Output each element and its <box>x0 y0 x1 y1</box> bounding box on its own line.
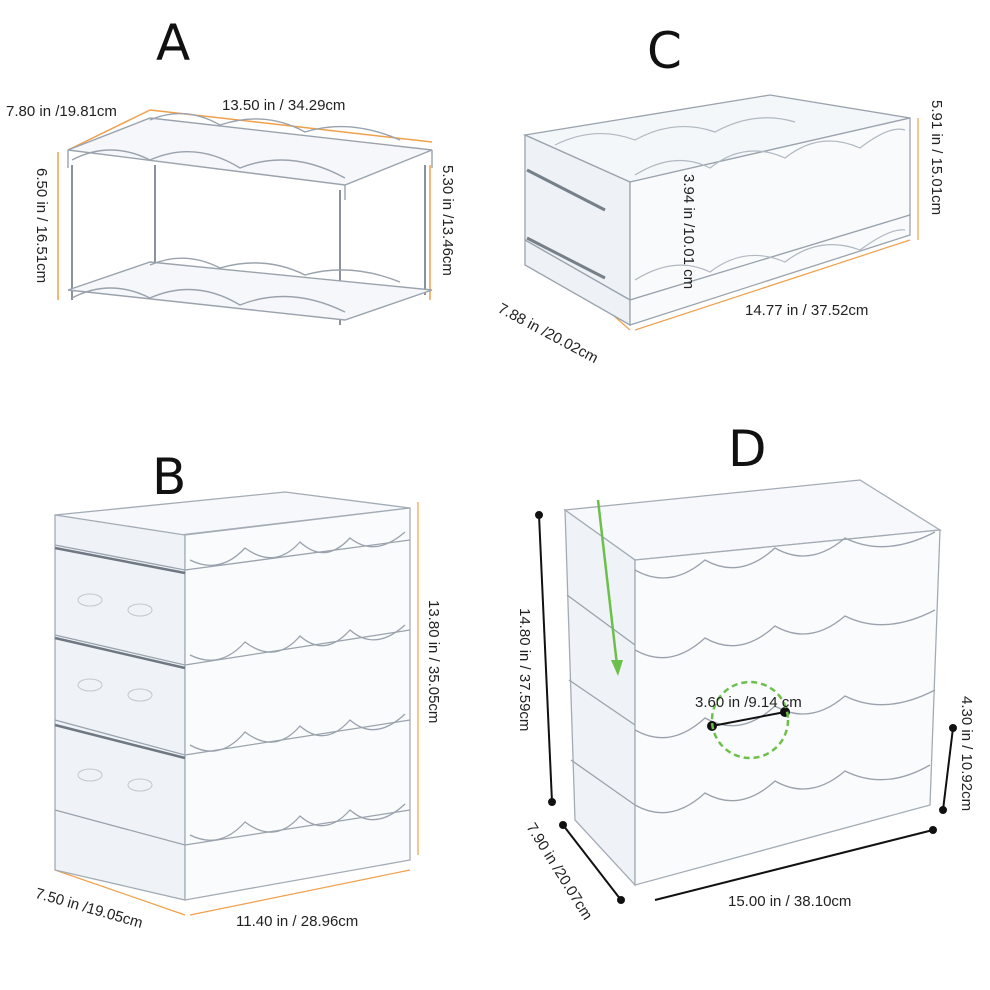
dim-line-d-depth <box>562 824 622 901</box>
panel-c: C 5.91 in / 15.01cm 3.94 in /10.01 cm 7.… <box>495 0 990 380</box>
dim-c-tier-gap: 3.94 in /10.01 cm <box>680 174 697 290</box>
dim-d-height: 14.80 in / 37.59cm <box>516 608 533 732</box>
rack-d-dim-lines <box>535 511 957 904</box>
rack-c-body <box>522 94 911 327</box>
dim-b-height: 13.80 in / 35.05cm <box>425 600 442 724</box>
dim-a-width: 13.50 in / 34.29cm <box>222 97 346 114</box>
rack-c-handles <box>526 168 606 280</box>
rack-a-top-tier <box>67 112 433 200</box>
dim-b-width: 11.40 in / 28.96cm <box>236 913 359 930</box>
rack-b-edges <box>54 546 186 760</box>
dim-a-depth: 7.80 in /19.81cm <box>6 103 117 120</box>
panel-b: B 13.80 in / 35.05cm 7.50 in /19.05cm 11… <box>0 430 495 990</box>
rack-a-drawing <box>57 109 433 325</box>
slot-highlight-circle <box>710 680 790 760</box>
dim-d-width: 15.00 in / 38.10cm <box>728 893 852 910</box>
rack-c-drawing <box>522 94 919 331</box>
rack-d-tiers <box>566 531 936 814</box>
dim-line-d-width <box>654 829 934 901</box>
dim-c-width: 14.77 in / 37.52cm <box>745 302 869 319</box>
dim-a-tier-gap: 5.30 in /13.46cm <box>439 165 456 276</box>
dim-line-d-slot <box>711 711 786 727</box>
panel-a: A 7.80 in /19.81cm 13.50 in / 34.29cm 6.… <box>0 0 495 380</box>
dim-line-d-height <box>538 514 553 803</box>
rack-a-bottom-tier <box>67 257 433 321</box>
dim-line-b-width <box>189 869 411 916</box>
dim-a-height: 6.50 in / 16.51cm <box>33 168 50 284</box>
dim-line-d-gap <box>942 727 954 811</box>
dim-line-a-depth <box>67 109 151 151</box>
dim-d-slot: 3.60 in /9.14 cm <box>695 694 802 711</box>
panel-letter-d: D <box>728 420 767 478</box>
panel-letter-a: A <box>156 14 191 72</box>
green-arrow-head <box>611 660 623 676</box>
dim-c-height: 5.91 in / 15.01cm <box>928 100 945 216</box>
rack-b-drawing <box>54 491 419 916</box>
dim-d-tier-gap: 4.30 in / 10.92cm <box>958 696 975 812</box>
rack-c-waves <box>554 117 906 281</box>
panel-letter-b: B <box>152 448 187 506</box>
green-arrow-line <box>596 499 619 666</box>
rack-d-drawing <box>535 479 957 904</box>
panel-d: D 14.80 in / 37.59cm 3.60 in /9.14 cm 4.… <box>495 420 990 990</box>
rack-b-body <box>54 491 411 901</box>
dim-line-c-width <box>634 239 911 331</box>
rack-b-side-holes <box>77 593 153 792</box>
rack-b-tiers <box>54 531 411 846</box>
panel-letter-c: C <box>647 22 682 80</box>
dim-line-b-depth <box>54 869 186 916</box>
